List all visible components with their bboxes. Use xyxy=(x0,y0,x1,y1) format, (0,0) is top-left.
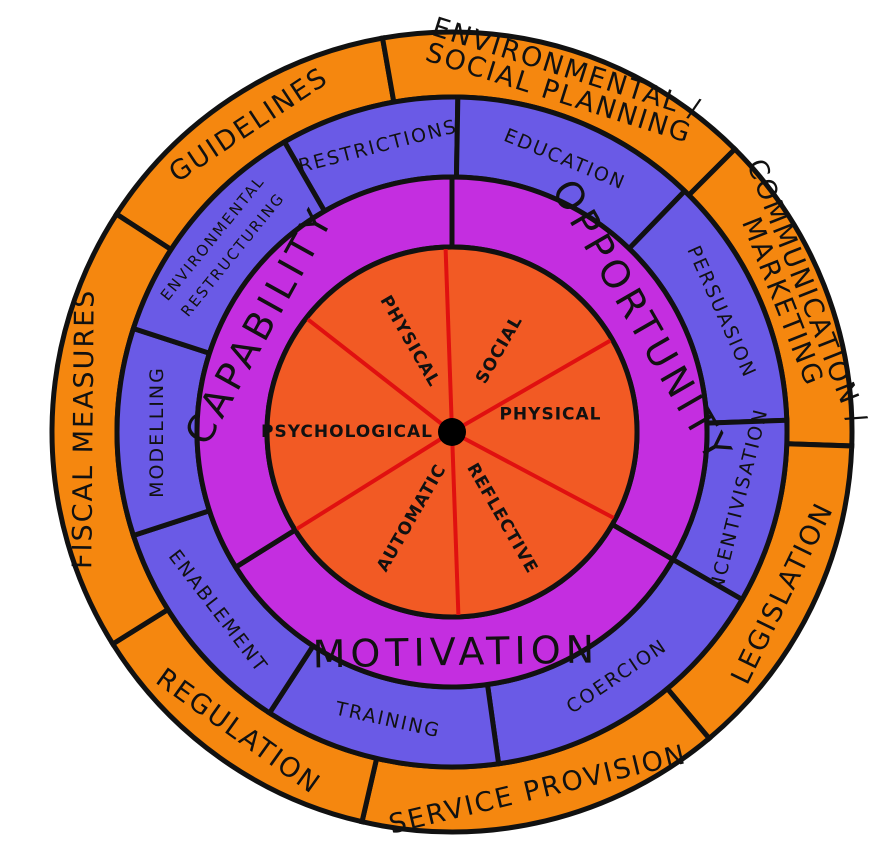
spoke-line xyxy=(443,249,454,433)
policy-category-label: FISCAL MEASURES xyxy=(67,289,100,570)
component-label: PHYSICAL xyxy=(499,405,601,425)
spoke-line xyxy=(451,338,612,434)
center-dot xyxy=(438,418,466,446)
intervention-function-label: MODELLING xyxy=(146,366,168,498)
component-label: PSYCHOLOGICAL xyxy=(261,422,433,442)
spoke-line xyxy=(451,430,615,520)
spoke-line xyxy=(306,317,454,434)
spoke-line xyxy=(450,431,461,615)
source-label: MOTIVATION xyxy=(312,627,599,676)
spoke-line xyxy=(295,430,454,531)
component-circle: SOCIALPHYSICALREFLECTIVEAUTOMATICPSYCHOL… xyxy=(261,244,640,620)
